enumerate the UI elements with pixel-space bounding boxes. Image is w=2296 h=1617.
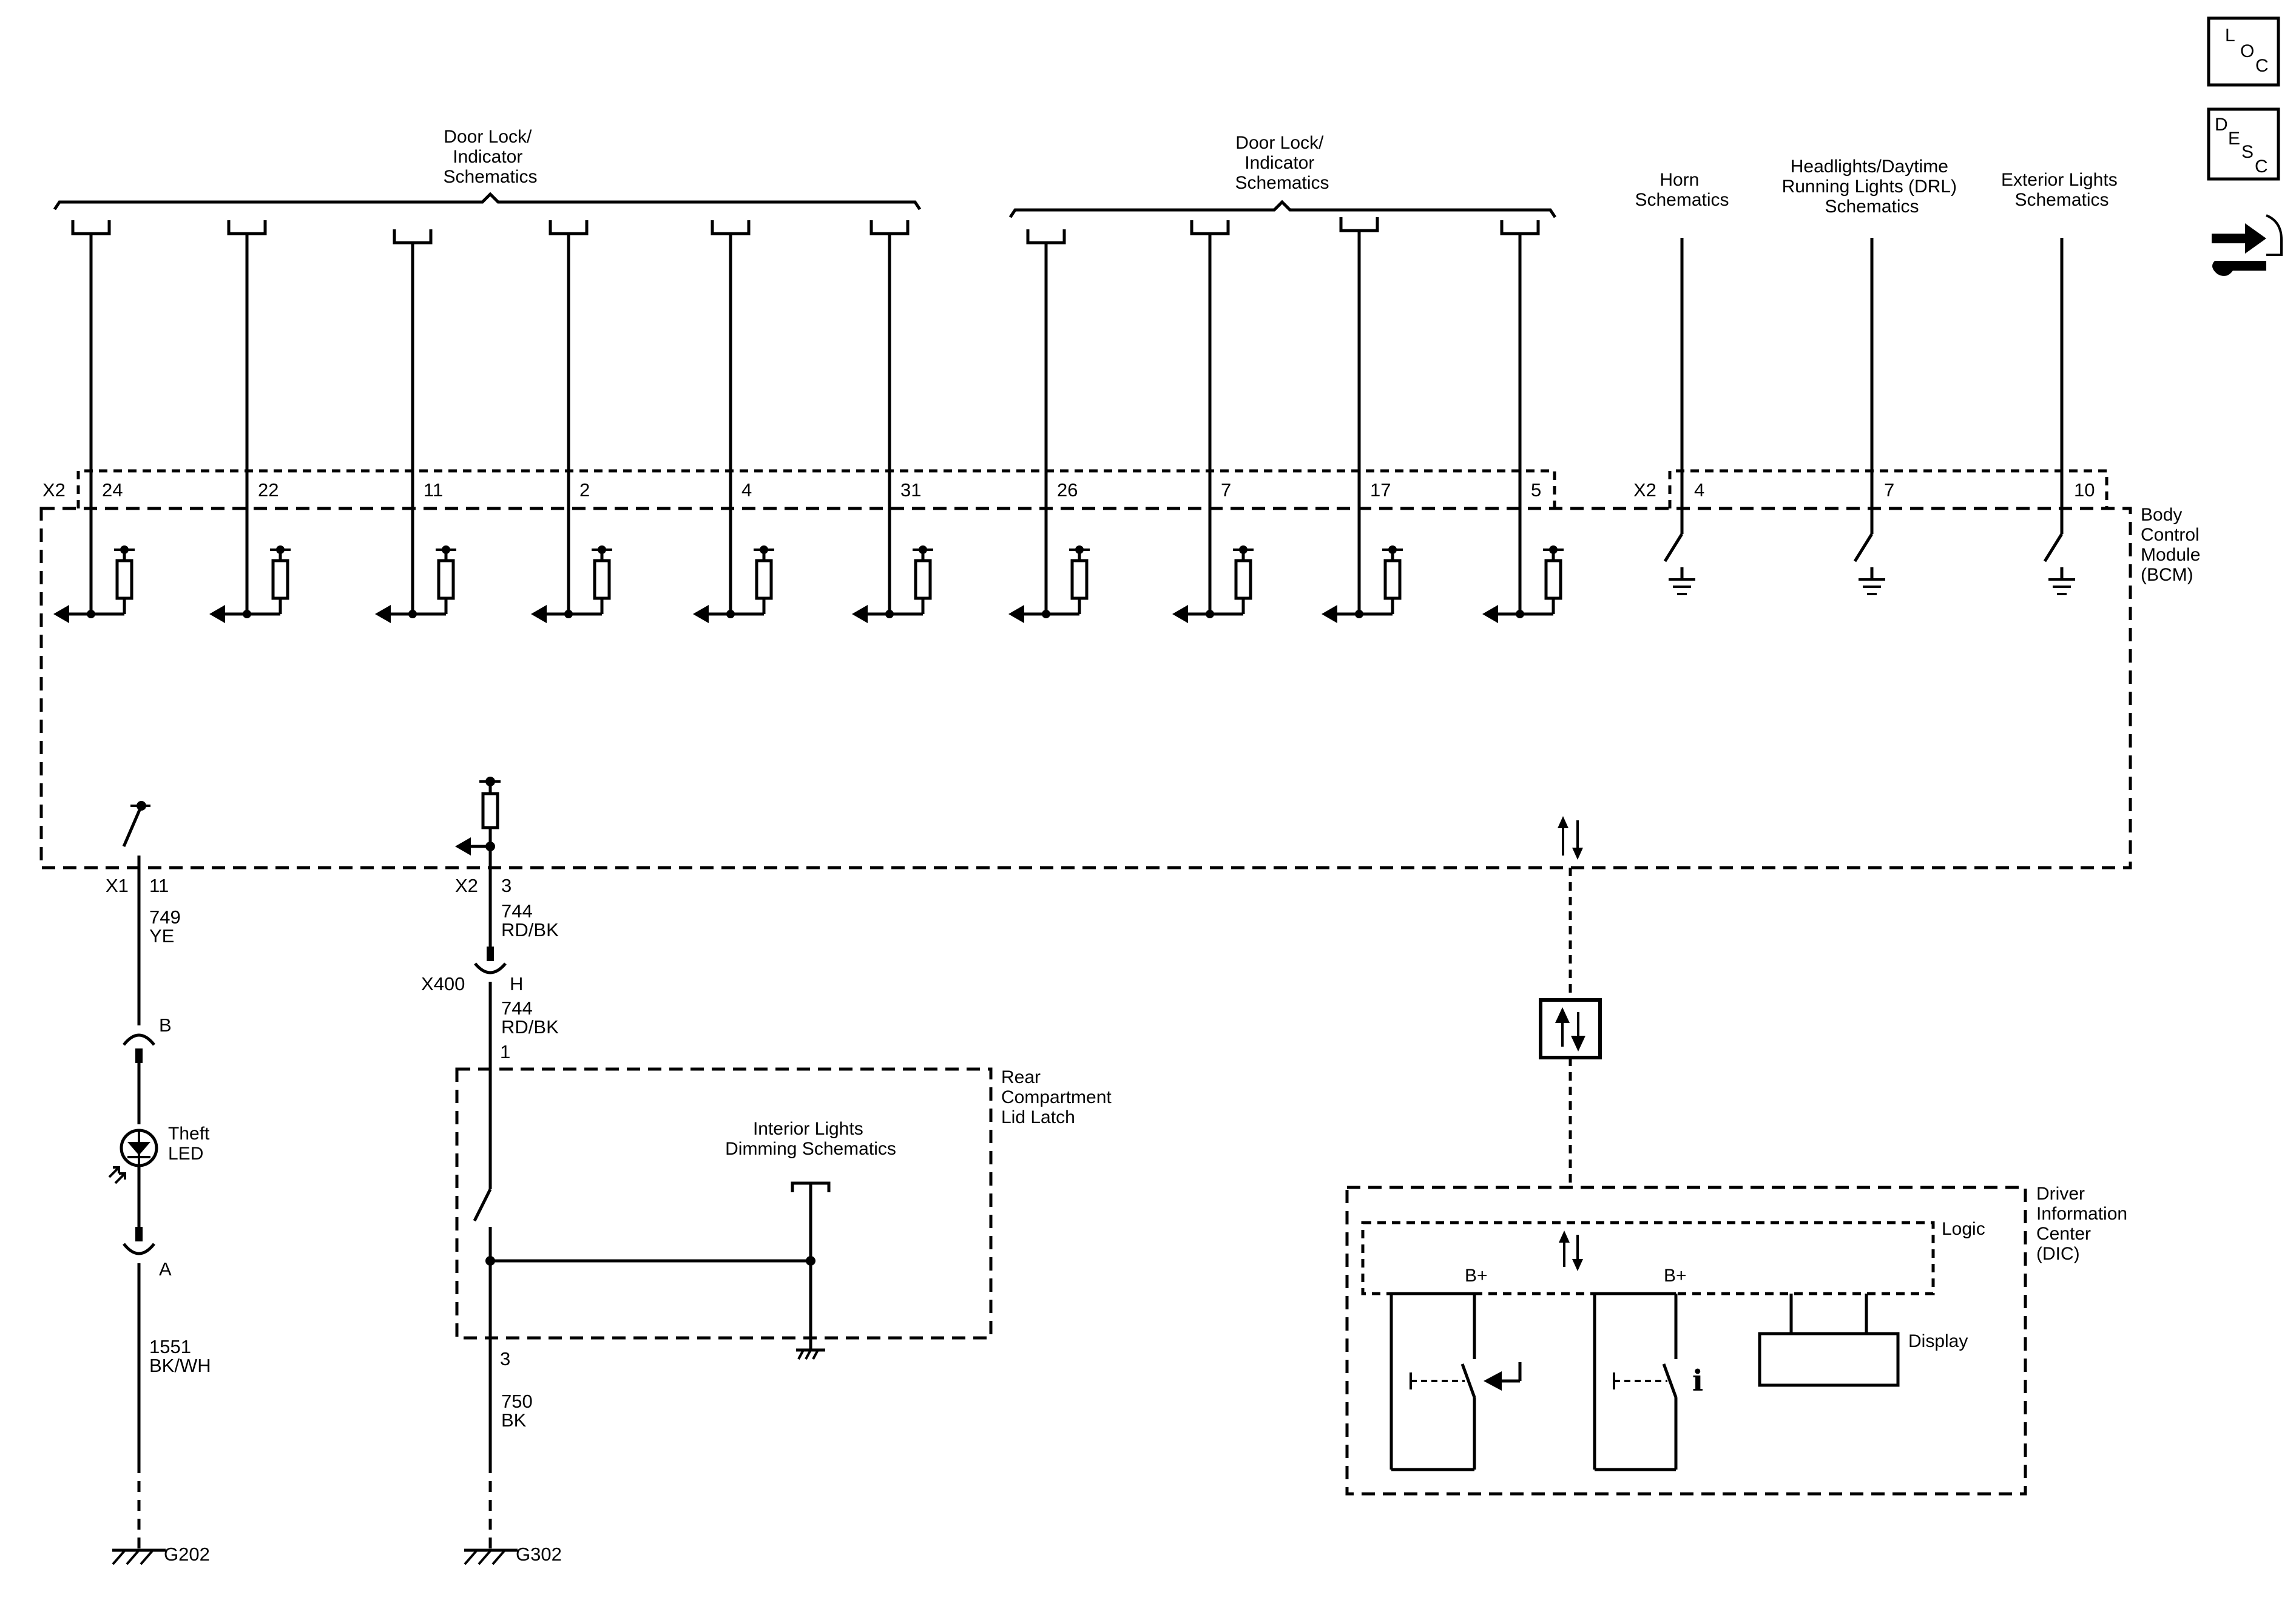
theft-pin-b-label: B — [159, 1014, 172, 1036]
repair-wrench-icon[interactable] — [2212, 214, 2283, 276]
loc-letter-o: O — [2240, 41, 2254, 61]
desc-button[interactable]: D E S C — [2207, 107, 2280, 181]
ground-g302-label: G302 — [516, 1544, 562, 1565]
door-lock-channel: 24 — [53, 220, 135, 623]
bcm-outline — [39, 507, 2132, 869]
theft-pin-label: 11 — [149, 875, 169, 896]
x400-connector-label: X400 — [421, 973, 465, 994]
serial-data-link — [1539, 816, 1602, 1187]
chassis-ground-icon — [796, 1348, 825, 1360]
latch-pin-out-label: 3 — [500, 1348, 510, 1369]
bcm-pin-label: 2 — [579, 479, 590, 501]
ground-g202-label: G202 — [164, 1544, 210, 1565]
door-lock-channel: 22 — [209, 220, 291, 623]
latch-wire-750-label: 750 BK — [501, 1391, 538, 1431]
loc-button[interactable]: L O C — [2207, 16, 2280, 87]
low-side-driver-channel: 10 — [2043, 238, 2095, 595]
latch-wire-744-b-label: 744 RD/BK — [501, 998, 559, 1038]
x2-connector-a — [76, 469, 1556, 508]
door-lock-left-brace — [53, 192, 922, 211]
bcm-pin-label: 11 — [424, 479, 443, 501]
door-lock-right-callout[interactable]: Door Lock/ Indicator Schematics — [1235, 133, 1329, 193]
ground-g202-icon — [112, 1548, 166, 1565]
bcm-label: Body Control Module (BCM) — [2141, 505, 2206, 585]
bcm-pin-label: 10 — [2074, 479, 2095, 501]
rear-compartment-lid-latch-outline — [455, 1067, 993, 1340]
theft-wire-749-label: 749 YE — [149, 906, 186, 947]
bplus-1-label: B+ — [1465, 1266, 1488, 1286]
dic-display: Display — [1758, 1294, 1968, 1387]
bcm-pin-label: 4 — [741, 479, 752, 501]
latch-circuit — [455, 777, 993, 1565]
dic-info-switch: B+ i — [1593, 1266, 1703, 1471]
desc-letter-s: S — [2241, 142, 2254, 162]
bcm-pin-label: 7 — [1221, 479, 1231, 501]
latch-pin-in-label: 1 — [500, 1041, 510, 1062]
display-label: Display — [1908, 1331, 1968, 1351]
bplus-2-label: B+ — [1664, 1266, 1687, 1286]
door-lock-channel: 2 — [531, 220, 612, 623]
desc-letter-e: E — [2228, 129, 2240, 149]
dic-logic-data-arrows-icon — [1559, 1230, 1583, 1271]
x2-connector-b — [1668, 469, 2109, 508]
info-icon: i — [1692, 1364, 1703, 1398]
door-lock-right-brace — [1008, 200, 1557, 218]
door-lock-channel: 5 — [1482, 220, 1564, 623]
loc-letter-l: L — [2225, 25, 2235, 46]
latch-connector-label: X2 — [455, 875, 478, 896]
bcm-pin-label: 22 — [258, 479, 279, 501]
dic-label: Driver Information Center (DIC) — [2036, 1184, 2132, 1264]
latch-wire-744-a-label: 744 RD/BK — [501, 900, 559, 940]
theft-led-label: Theft LED — [168, 1124, 215, 1164]
bcm-pin-label: 31 — [900, 479, 921, 501]
door-lock-channel: 4 — [693, 220, 774, 623]
desc-letter-c: C — [2255, 157, 2268, 177]
dic-enter-switch: B+ — [1389, 1266, 1522, 1471]
bcm-pin-label: 7 — [1884, 479, 1894, 501]
dic-logic-outline — [1361, 1221, 1935, 1295]
bcm-pin-label: 5 — [1531, 479, 1541, 501]
headlights-drl-callout[interactable]: Headlights/Daytime Running Lights (DRL) … — [1782, 157, 1962, 217]
x2-connector-b-label: X2 — [1633, 479, 1656, 501]
door-lock-channel: 26 — [1008, 229, 1090, 623]
door-lock-channel: 7 — [1172, 220, 1254, 623]
bcm-pin-label: 26 — [1057, 479, 1078, 501]
door-lock-channel: 31 — [852, 220, 933, 623]
loc-letter-c: C — [2255, 56, 2269, 76]
door-lock-left-callout[interactable]: Door Lock/ Indicator Schematics — [443, 127, 537, 187]
latch-pin-label: 3 — [501, 875, 512, 896]
bcm-data-arrows-icon — [1558, 816, 1583, 860]
door-lock-channel: 11 — [375, 229, 456, 623]
bcm-pin-label: 17 — [1370, 479, 1391, 501]
door-lock-channel: 17 — [1322, 217, 1403, 623]
x400-pin-label: H — [510, 973, 523, 994]
low-side-driver-channel: 4 — [1663, 238, 1704, 595]
bcm-pin-label: 24 — [102, 479, 123, 501]
interior-lights-dimming-callout[interactable]: Interior Lights Dimming Schematics — [725, 1119, 896, 1159]
theft-wire-1551-label: 1551 BK/WH — [149, 1336, 211, 1376]
low-side-driver-channels: 4 7 10 — [1663, 238, 2095, 595]
bcm-pin-label: 4 — [1694, 479, 1704, 501]
theft-connector-label: X1 — [106, 875, 129, 896]
theft-led-circuit — [108, 801, 166, 1565]
theft-pin-a-label: A — [159, 1258, 172, 1280]
desc-letter-d: D — [2215, 115, 2228, 135]
ground-g302-icon — [464, 1548, 518, 1565]
low-side-driver-channel: 7 — [1853, 238, 1894, 595]
horn-callout[interactable]: Horn Schematics — [1635, 170, 1729, 210]
exterior-lights-callout[interactable]: Exterior Lights Schematics — [2001, 170, 2122, 210]
x2-connector-a-label: X2 — [42, 479, 66, 501]
dic-outline — [1345, 1186, 2027, 1496]
serial-data-icon — [1539, 998, 1602, 1059]
rear-compartment-lid-latch-label: Rear Compartment Lid Latch — [1001, 1067, 1116, 1127]
dic-logic-label: Logic — [1942, 1219, 1985, 1239]
